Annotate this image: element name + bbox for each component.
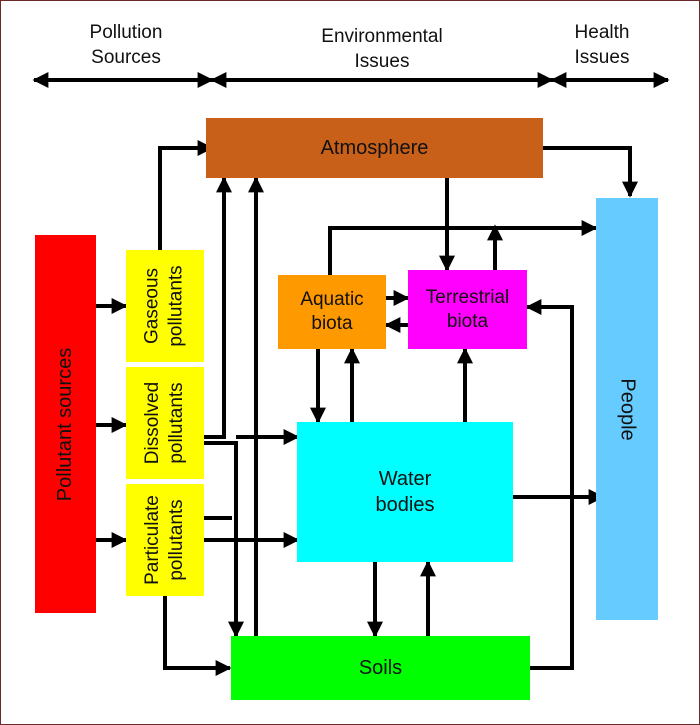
- aquatic-biota-box: Aquatic biota: [278, 275, 386, 349]
- aquatic-biota-label: Aquatic biota: [300, 289, 364, 334]
- dissolved-to-atmosphere-arrow: [204, 176, 232, 439]
- particulate-pollutants-box: Particulate pollutants: [126, 484, 204, 596]
- dissolved-pollutants-label: Dissolved pollutants: [142, 381, 187, 465]
- gaseous-pollutants-box: Gaseous pollutants: [126, 250, 204, 362]
- aquatic-to-people-arrow: [328, 220, 598, 275]
- particulate-pollutants-label: Particulate pollutants: [142, 495, 187, 585]
- header-environmental-issues: Environmental Issues: [321, 26, 443, 72]
- gaseous-to-atmosphere-arrow: [158, 140, 214, 250]
- gaseous-pollutants-label: Gaseous pollutants: [142, 265, 187, 347]
- people-box: People: [596, 198, 658, 620]
- particulate-down-to-soils-arrow: [163, 592, 232, 676]
- particulate-to-soils-arrow: [204, 516, 232, 520]
- header-pollution-sources: Pollution Sources: [89, 22, 163, 68]
- pollutant-sources-label: Pollutant sources: [54, 347, 77, 501]
- people-label: People: [616, 377, 639, 441]
- terrestrial-biota-label: Terrestrial biota: [425, 286, 510, 332]
- atmosphere-label: Atmosphere: [320, 136, 429, 159]
- soils-to-terrestrial-arrow: [525, 299, 574, 670]
- water-bodies-label: Water bodies: [375, 468, 435, 516]
- soils-label: Soils: [358, 656, 403, 679]
- atmosphere-to-people-arrow: [543, 146, 638, 198]
- water-bodies-box: Water bodies: [297, 422, 513, 562]
- dissolved-to-soils-arrow: [204, 441, 244, 638]
- terrestrial-biota-box: Terrestrial biota: [408, 270, 527, 349]
- dissolved-pollutants-box: Dissolved pollutants: [126, 367, 204, 479]
- header-health-issues: Health Issues: [574, 22, 630, 68]
- atmosphere-box: Atmosphere: [206, 118, 543, 178]
- soils-box: Soils: [231, 636, 530, 700]
- pollutant-sources-box: Pollutant sources: [35, 235, 96, 613]
